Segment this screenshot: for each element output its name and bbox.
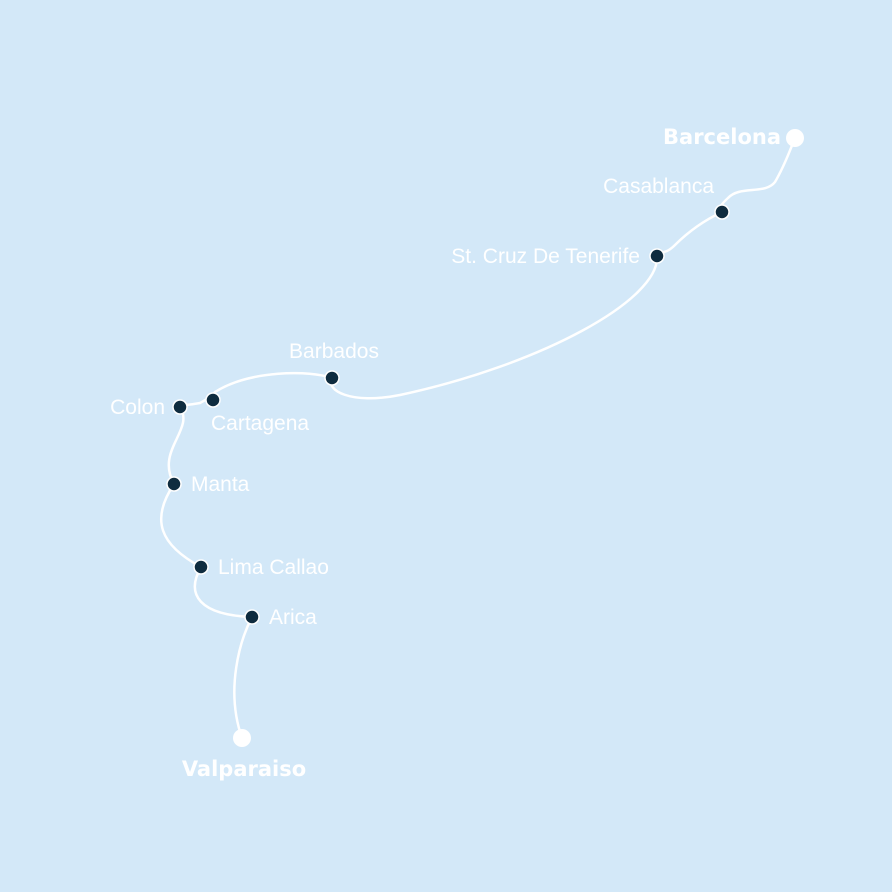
cruise-route-line — [159, 136, 797, 740]
colon-port-marker[interactable] — [172, 399, 188, 415]
barcelona-terminal-marker[interactable] — [786, 129, 804, 147]
barcelona-label: Barcelona — [663, 125, 781, 149]
tenerife-port-marker[interactable] — [649, 248, 665, 264]
lima-callao-label: Lima Callao — [218, 556, 329, 579]
valparaiso-terminal-marker[interactable] — [233, 729, 251, 747]
barbados-port-marker[interactable] — [324, 370, 340, 386]
manta-port-marker[interactable] — [166, 476, 182, 492]
casablanca-port-marker[interactable] — [714, 204, 730, 220]
arica-label: Arica — [269, 606, 317, 629]
colon-label: Colon — [110, 396, 165, 419]
cartagena-port-marker[interactable] — [205, 392, 221, 408]
arica-port-marker[interactable] — [244, 609, 260, 625]
barbados-label: Barbados — [289, 340, 379, 363]
lima-callao-port-marker[interactable] — [193, 559, 209, 575]
casablanca-label: Casablanca — [603, 175, 714, 198]
manta-label: Manta — [191, 473, 250, 496]
tenerife-label: St. Cruz De Tenerife — [451, 245, 640, 268]
cartagena-label: Cartagena — [211, 412, 309, 435]
valparaiso-label: Valparaiso — [182, 757, 306, 781]
